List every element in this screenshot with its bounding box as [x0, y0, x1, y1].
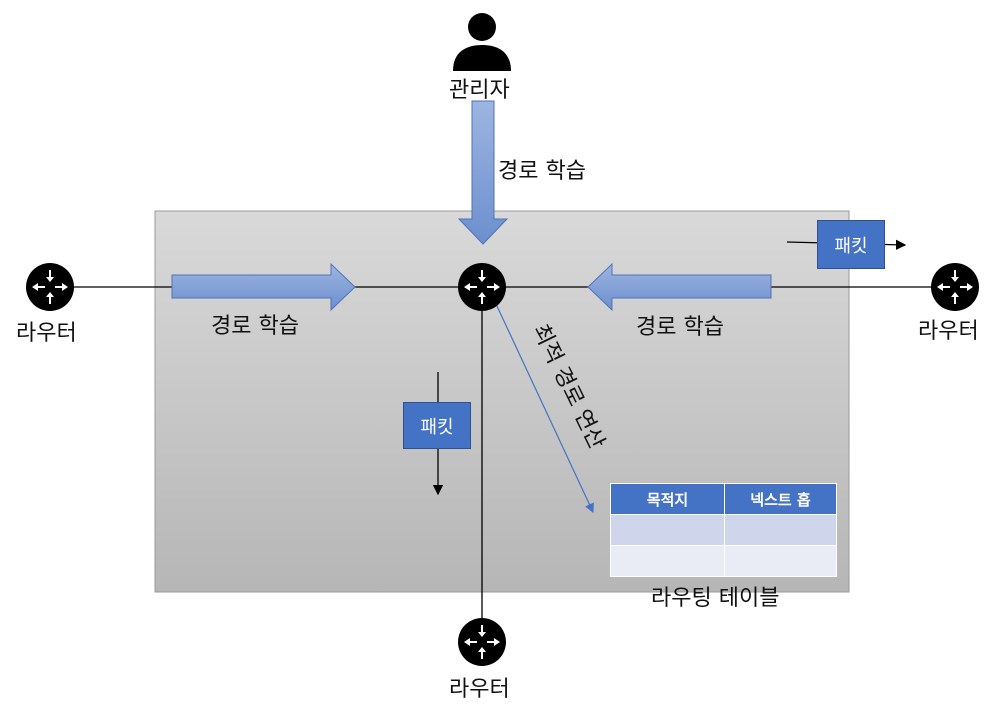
table-cell — [724, 545, 837, 577]
router-left-icon — [25, 262, 75, 312]
table-cell — [610, 545, 725, 577]
table-row — [610, 545, 837, 577]
table-cell — [724, 514, 837, 546]
routing-table-caption: 라우팅 테이블 — [651, 586, 780, 611]
left-learning-label: 경로 학습 — [211, 314, 299, 339]
table-cell — [610, 514, 725, 546]
arrow-right-learning — [587, 262, 772, 312]
router-right-icon — [930, 262, 980, 312]
router-bottom-label: 라우터 — [449, 677, 510, 702]
routing-table-header: 목적지 넥스트 홉 — [610, 483, 837, 515]
router-left-label: 라우터 — [16, 321, 77, 346]
optimal-path-arrow — [495, 303, 594, 514]
arrow-left-learning — [171, 262, 356, 312]
router-center-icon — [457, 262, 507, 312]
admin-label: 관리자 — [449, 78, 510, 103]
packet-top-right: 패킷 — [817, 220, 885, 269]
column-destination: 목적지 — [610, 483, 725, 515]
router-bottom-icon — [457, 617, 507, 667]
admin-person-icon — [453, 13, 511, 71]
column-next-hop: 넥스트 홉 — [724, 483, 837, 515]
routing-table: 목적지 넥스트 홉 — [610, 483, 837, 577]
right-learning-label: 경로 학습 — [636, 315, 724, 340]
packet-middle: 패킷 — [403, 402, 471, 449]
arrow-top-learning — [457, 100, 509, 245]
top-learning-label: 경로 학습 — [498, 159, 586, 184]
table-row — [610, 514, 837, 546]
router-right-label: 라우터 — [918, 319, 979, 344]
